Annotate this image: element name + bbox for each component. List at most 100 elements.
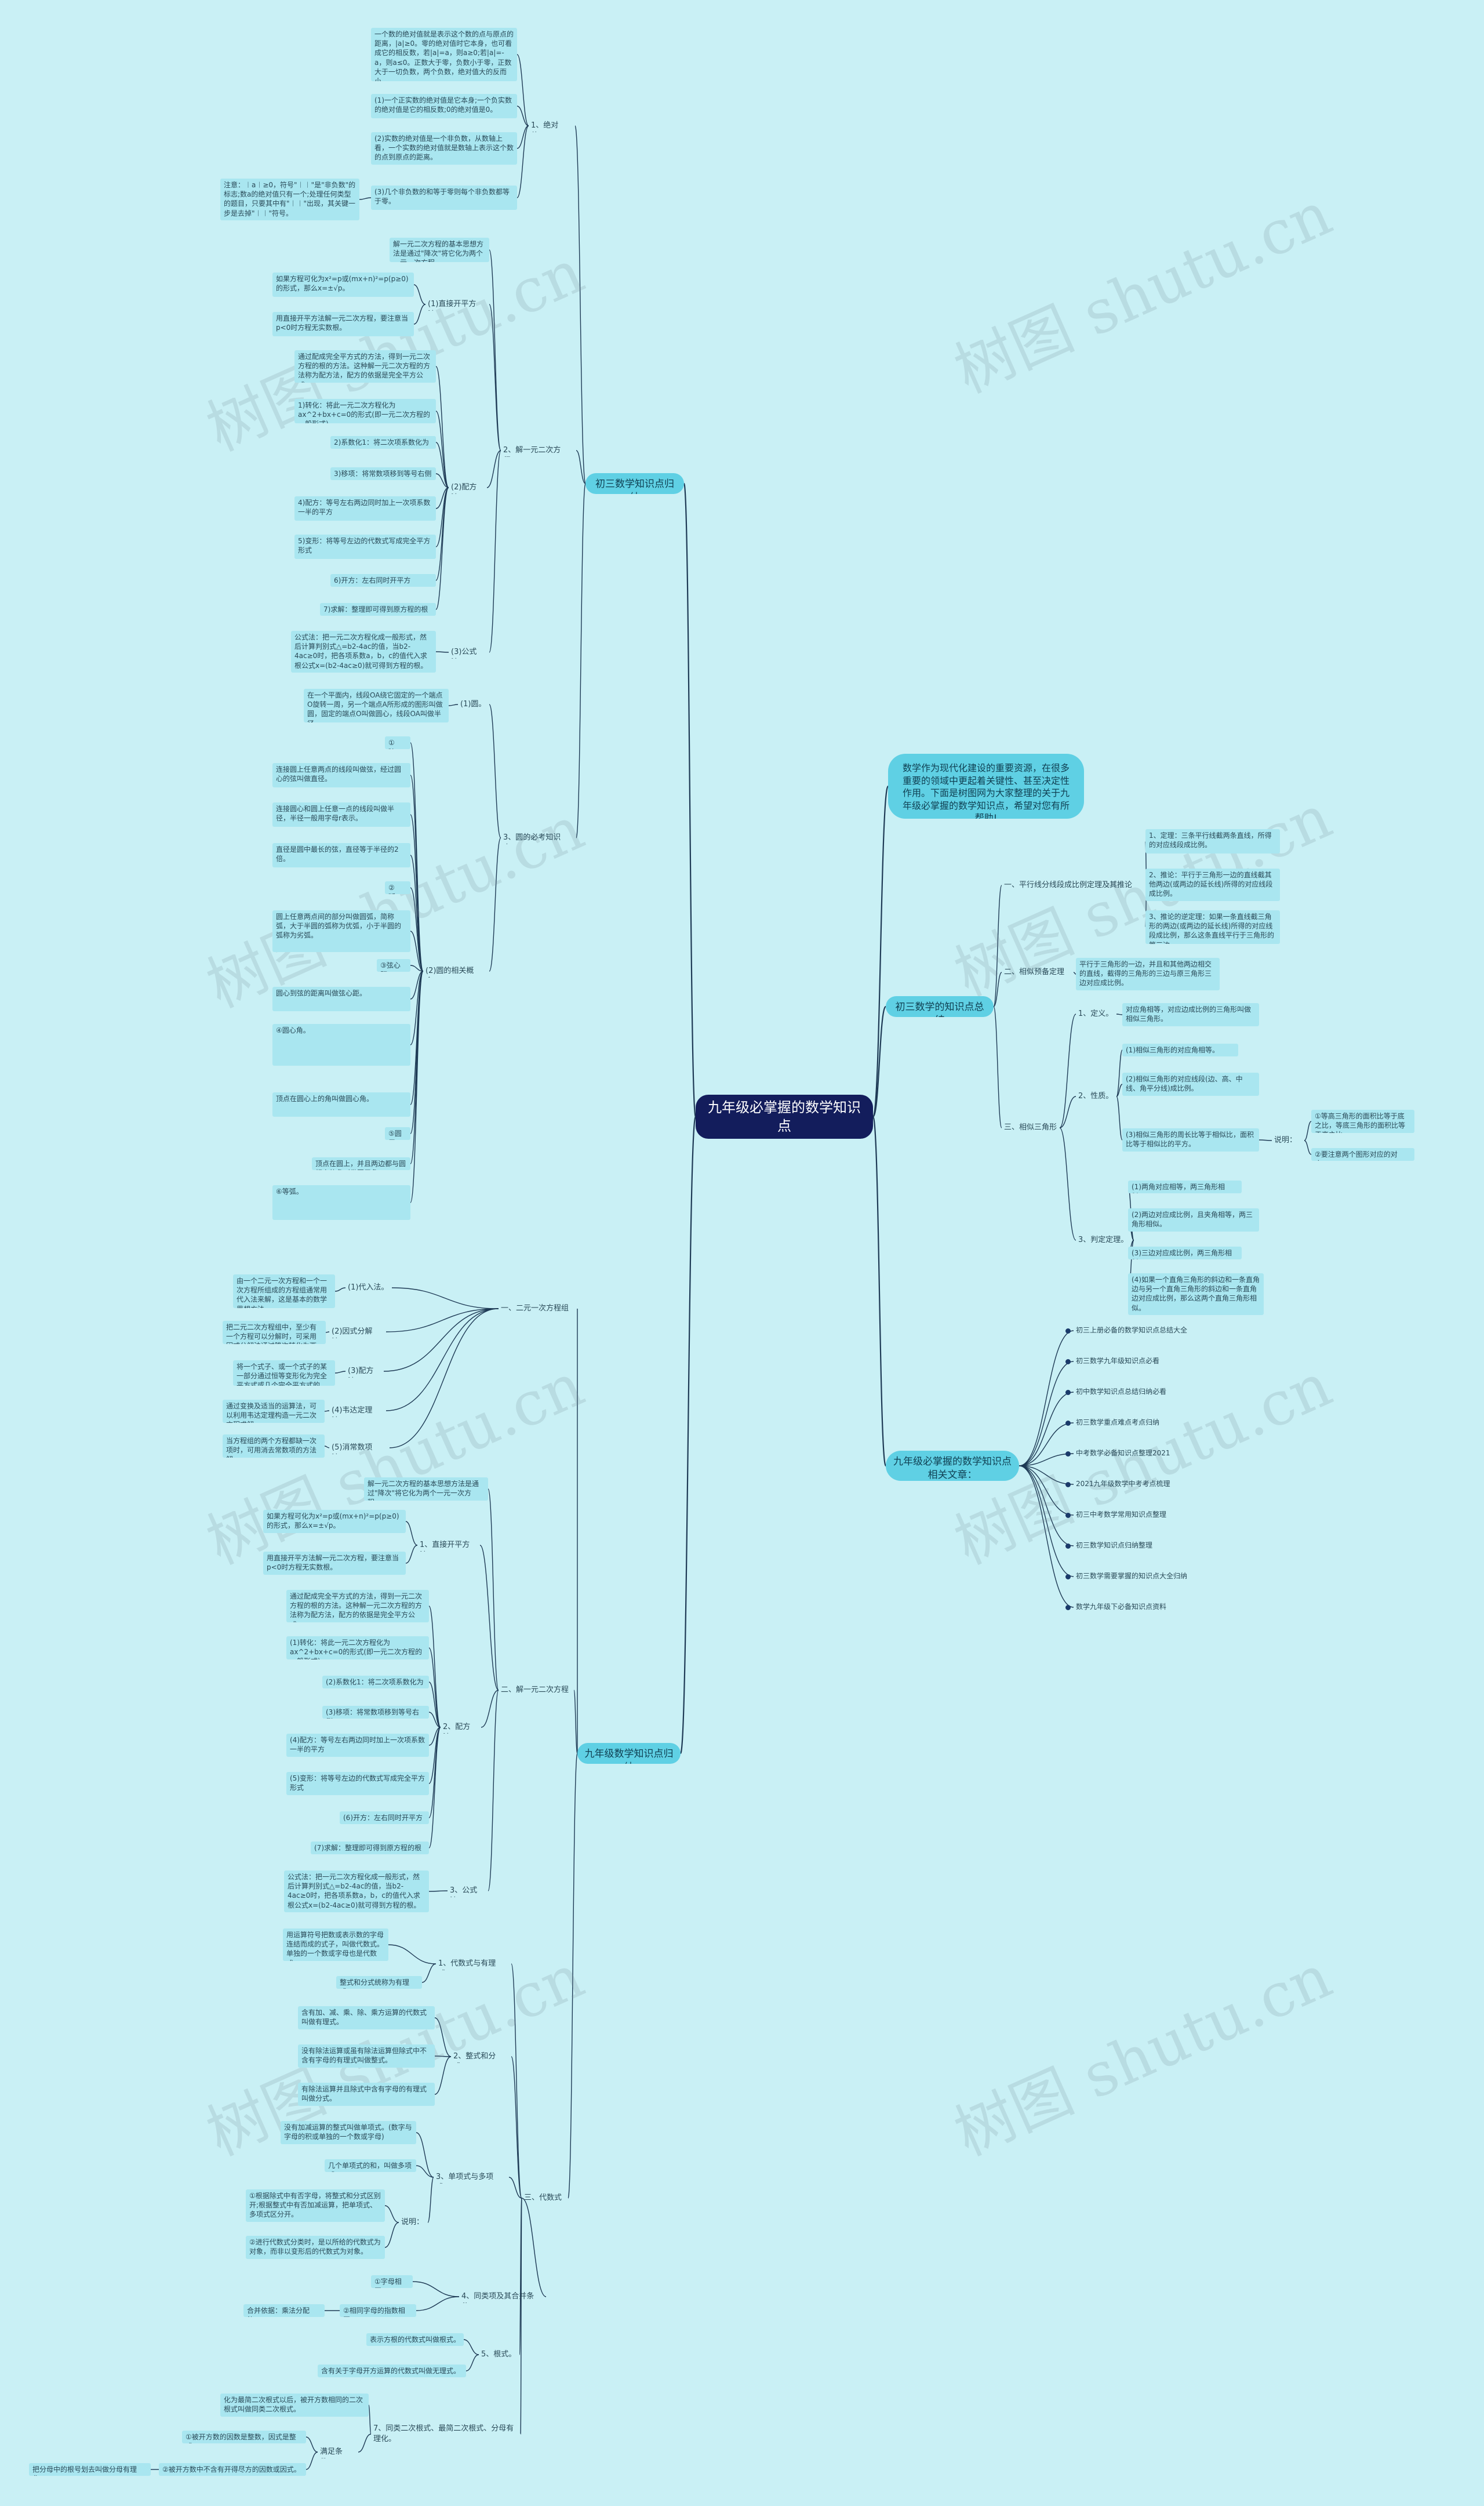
b2-s3-judge-item: (3)三边对应成比例，两三角形相似。 xyxy=(1128,1247,1242,1259)
b2-s1-label[interactable]: 一、平行线分线段成比例定理及其推论 xyxy=(1004,881,1133,889)
b1-s3-rel-item: 顶点在圆心上的角叫做圆心角。 xyxy=(272,1092,410,1117)
b1-s2-formula-label[interactable]: (3)公式法。 xyxy=(451,648,477,659)
connector xyxy=(410,971,424,1045)
connector xyxy=(410,965,424,972)
b1-s2-direct-label[interactable]: (1)直接开平方法。 xyxy=(428,300,477,311)
b4-s3-label[interactable]: 三、代数式 xyxy=(524,2193,562,2202)
b3-article-link[interactable]: 初三上册必备的数学知识点总结大全 xyxy=(1076,1326,1188,1334)
connector xyxy=(508,2177,522,2199)
b4-d6-label[interactable]: 7、同类二次根式、最简二次根式、分母有理化。 xyxy=(373,2424,514,2443)
root-topic[interactable]: 九年级必掌握的数学知识点 xyxy=(696,1095,873,1139)
b4-d3-note-label[interactable]: 说明： xyxy=(401,2218,424,2227)
b2-s3-note: ①等高三角形的面积比等于底之比，等底三角形的面积比等于高之比。 xyxy=(1311,1110,1414,1133)
b1-s2-direct-item: 用直接开平方法解一元二次方程，要注意当p<0时方程无实数根。 xyxy=(272,312,414,336)
b4-s1-row-label[interactable]: (1)代入法。 xyxy=(348,1283,389,1292)
b1-s1-label[interactable]: 1、绝对值。 xyxy=(531,121,559,132)
b4-d4-item: ②相同字母的指数相同。 xyxy=(340,2304,416,2317)
b4-d7-left: 把分母中的根号划去叫做分母有理化。 xyxy=(29,2463,151,2476)
branch-b1[interactable]: 初三数学知识点归纳 xyxy=(585,473,684,494)
connector xyxy=(683,482,697,1118)
b4-s2-intro: 解一元二次方程的基本思想方法是通过"降次"将它化为两个一元一次方程。 xyxy=(364,1477,488,1501)
connector xyxy=(1116,1049,1123,1097)
connector xyxy=(1116,1084,1123,1097)
b2-s3-notes-label[interactable]: 说明： xyxy=(1274,1136,1297,1145)
connector xyxy=(359,197,372,200)
b4-s1-row-label[interactable]: (2)因式分解法。 xyxy=(332,1327,373,1338)
connector xyxy=(384,2205,399,2223)
b4-d1-label[interactable]: 1、代数式与有理式。 xyxy=(438,1959,496,1970)
b1-s3-circle-text: 在一个平面内，线段OA绕它固定的一个端点O旋转一周，另一个端点A所形成的图形叫做… xyxy=(304,689,449,722)
connector xyxy=(489,450,501,653)
b1-s3-rel-label[interactable]: (2)圆的相关概念。 xyxy=(425,967,474,978)
b4-d1-item: 整式和分式统称为有理式。 xyxy=(336,1976,422,1989)
b2-s3-prop-label[interactable]: 2、性质。 xyxy=(1078,1092,1114,1101)
branch-b3[interactable]: 九年级必掌握的数学知识点相关文章： xyxy=(886,1451,1019,1481)
b3-article-link[interactable]: 初三数学需要掌握的知识点大全归纳 xyxy=(1076,1572,1188,1580)
b2-s3-judge-item: (4)如果一个直角三角形的斜边和一条直角边与另一个直角三角形的斜边和一条直角边对… xyxy=(1128,1273,1264,1315)
connector xyxy=(576,483,586,838)
b1-s2-complete-item: 7)求解：整理即可得到原方程的根 xyxy=(320,603,436,616)
b4-s1-row-label[interactable]: (3)配方法。 xyxy=(348,1367,374,1378)
b1-s2-complete-label[interactable]: (2)配方法。 xyxy=(451,483,477,494)
b4-d3-label[interactable]: 3、单项式与多项式。 xyxy=(436,2173,494,2184)
b4-s2-label[interactable]: 二、解一元二次方程 xyxy=(501,1686,569,1694)
connector xyxy=(428,1647,441,1728)
connector xyxy=(388,1944,437,1964)
bullet-icon xyxy=(1065,1482,1071,1487)
b1-s2-label[interactable]: 2、解一元二次方程。 xyxy=(503,446,561,457)
b1-s2-complete-item: 通过配成完全平方式的方法，得到一元二次方程的根的方法。这种解一元二次方程的方法称… xyxy=(294,350,436,383)
b4-d2-label[interactable]: 2、整式和分式。 xyxy=(453,2052,496,2063)
connector xyxy=(521,2198,547,2297)
b4-s1-label[interactable]: 一、二元一次方程组 xyxy=(501,1304,569,1313)
b4-d5-label[interactable]: 5、根式。 xyxy=(481,2350,517,2359)
b2-s3-label[interactable]: 三、相似三角形 xyxy=(1004,1123,1057,1132)
b4-d1-item: 用运算符号把数或表示数的字母连结而成的式子，叫做代数式。单独的一个数或字母也是代… xyxy=(283,1928,388,1961)
b4-d7-cond: ①被开方数的因数是整数，因式是整式; xyxy=(182,2431,306,2443)
b1-s2-complete-item: 4)配方：等号左右两边同时加上一次项系数一半的平方 xyxy=(294,496,436,521)
connector xyxy=(872,1116,887,1467)
b4-d3-note: ②进行代数式分类时，是以所给的代数式为对象，而非以变形后的代数式为对象。 xyxy=(246,2236,385,2259)
b4-d3-note: ①根据除式中有否字母，将整式和分式区别开;根据整式中有否加减运算，把单项式、多项… xyxy=(246,2189,385,2222)
b3-article-link[interactable]: 初三数学知识点归纳整理 xyxy=(1076,1541,1153,1549)
connector xyxy=(1259,1139,1272,1141)
connector xyxy=(1059,1014,1076,1128)
branch-b4[interactable]: 九年级数学知识点归纳 xyxy=(577,1743,681,1764)
b3-article-link[interactable]: 数学九年级下必备知识点资料 xyxy=(1076,1603,1167,1611)
b4-d7-cond-label[interactable]: 满足条件： xyxy=(320,2447,343,2458)
intro-bubble[interactable]: 数学作为现代化建设的重要资源，在很多重要的领域中更起着关键性、甚至决定性作用。下… xyxy=(888,754,1084,819)
b2-s2-label[interactable]: 二、相似预备定理 xyxy=(1004,968,1065,976)
b2-s3-judge-label[interactable]: 3、判定定理。 xyxy=(1078,1236,1129,1244)
connector xyxy=(488,1690,499,1891)
connector xyxy=(391,1287,499,1309)
b2-s2-text: 平行于三角形的一边，并且和其他两边相交的直线，截得的三角形的三边与原三角形三边对… xyxy=(1076,958,1220,990)
b4-s2-complete-label[interactable]: 2、配方法。 xyxy=(443,1723,471,1734)
connector xyxy=(872,785,889,1118)
b4-s2-direct-label[interactable]: 1、直接开平方法。 xyxy=(420,1541,470,1552)
b3-article-link[interactable]: 中考数学必备知识点整理2021 xyxy=(1076,1449,1170,1457)
b4-s2-complete-item: (1)转化：将此一元二次方程化为ax^2+bx+c=0的形式(即一元二次方程的一… xyxy=(286,1636,429,1659)
b4-s1-row-label[interactable]: (5)消常数项法。 xyxy=(332,1443,373,1454)
connector xyxy=(435,442,449,488)
b4-d2-item: 有除法运算并且除式中含有字母的有理式叫做分式。 xyxy=(298,2083,435,2106)
connector xyxy=(421,1963,437,1983)
b2-s1-item: 2、推论：平行于三角形一边的直线截其他两边(或两边的延长线)所得的对应线段成比例… xyxy=(1145,869,1280,901)
b3-article-link[interactable]: 2021九年级数学中考考点梳理 xyxy=(1076,1480,1170,1488)
b1-s3-circle-label[interactable]: (1)圆。 xyxy=(460,700,486,709)
connector xyxy=(416,2165,434,2178)
b3-article-link[interactable]: 初中数学知识点总结归纳必看 xyxy=(1076,1388,1167,1396)
b1-s3-rel-item: ②弧。 xyxy=(385,881,410,894)
b3-article-link[interactable]: 初三数学九年级知识点必看 xyxy=(1076,1357,1160,1365)
b1-s3-label[interactable]: 3、圆的必考知识点。 xyxy=(503,833,561,844)
b2-s3-prop-item: (2)相似三角形的对应线段(边、高、中线、角平分线)成比例。 xyxy=(1122,1073,1259,1096)
b2-s3-def-label[interactable]: 1、定义。 xyxy=(1078,1009,1114,1018)
connector xyxy=(405,1521,418,1546)
b4-d4-label[interactable]: 4、同类项及其合并条件。 xyxy=(461,2292,534,2303)
b2-s3-prop-item: (1)相似三角形的对应角相等。 xyxy=(1122,1044,1238,1056)
b4-d2-item: 含有加、减、乘、除、乘方运算的代数式叫做有理式。 xyxy=(298,2006,435,2029)
b4-s1-row-label[interactable]: (4)韦达定理法。 xyxy=(332,1406,373,1417)
b3-article-link[interactable]: 初三数学重点难点考点归纳 xyxy=(1076,1418,1160,1426)
b4-s2-formula-label[interactable]: 3、公式法。 xyxy=(450,1886,478,1897)
connector xyxy=(435,487,449,610)
branch-b2[interactable]: 初三数学的知识点总结 xyxy=(886,996,994,1017)
b3-article-link[interactable]: 初三中考数学常用知识点整理 xyxy=(1076,1510,1167,1519)
